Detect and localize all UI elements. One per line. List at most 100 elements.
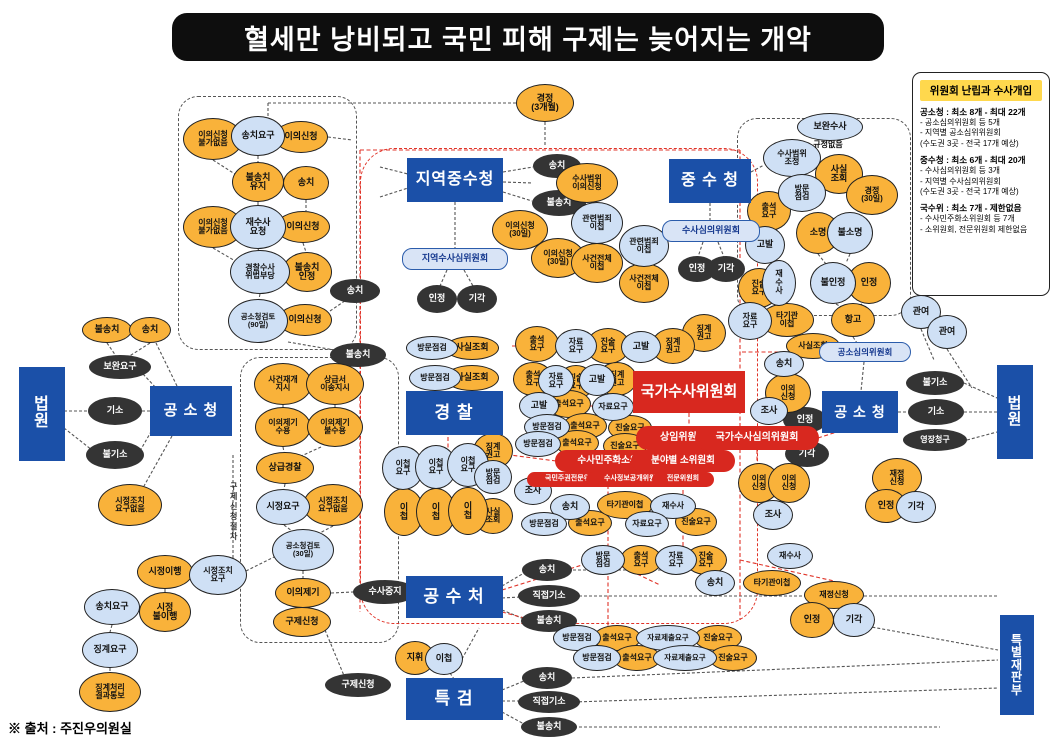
be-bangmun-e: 방문 점검 (474, 460, 512, 494)
be-jaryo-m: 자료 요구 (728, 302, 772, 340)
info-section-line-2-0: - 수사민주화소위원회 등 7개 (920, 214, 1015, 224)
pill-jikjeopgiso-gsc: 직접기소 (518, 585, 580, 607)
agency-jungsucheong: 중 수 청 (669, 159, 751, 203)
rp-bunyabyeol: 분야별 소위원회 (631, 450, 735, 472)
be-josa-r: 조사 (753, 500, 793, 530)
be-jaryo-4: 자료요구 (625, 511, 669, 537)
pill-yeongjang: 영장청구 (903, 429, 967, 451)
info-box-title: 위원회 난립과 수사개입 (920, 80, 1042, 101)
agency-court-right: 법 원 (997, 365, 1033, 459)
be-icheop-g: 이첩 (425, 643, 463, 675)
agency-gongsocheong-left: 공 소 청 (150, 386, 232, 436)
be-bangmun-3: 방문점검 (521, 512, 567, 536)
cluster-police-left (178, 96, 357, 350)
be-songchi-yogu-l: 송치요구 (84, 589, 140, 625)
be-bangmun-4: 방문 점검 (581, 545, 625, 575)
oe-gyeongjeong-3m: 경정 (3개월) (516, 84, 574, 122)
agency-teukgeom: 특 검 (405, 678, 503, 720)
oe-sijeong-noreq-l: 시정조치 요구없음 (98, 484, 162, 526)
oe-gyeongjeong-30: 경정 (30일) (846, 175, 898, 215)
be-bulsomyeong: 불소명 (827, 212, 873, 254)
be-jaesusa-m: 재 수 사 (762, 260, 796, 306)
info-section-heading-1: 중수청 : 최소 6개 - 최대 20개 (920, 155, 1026, 166)
txt-gyujeong-eopseum: 규정없음 (813, 139, 843, 149)
rp-jeonmun: 전문위원회 (652, 471, 714, 487)
pill-giso-right: 기소 (908, 399, 964, 425)
be-songchi-c: 송치 (764, 351, 804, 377)
be-bangmun-t2: 방문점검 (409, 365, 461, 391)
be-bangmun-t1: 방문점검 (406, 336, 458, 360)
info-section-heading-0: 공소청 : 최소 8개 - 최대 22개 (920, 107, 1026, 117)
be-jaryo-2: 자료 요구 (538, 365, 574, 397)
pill-songchi-1: 송치 (330, 279, 380, 303)
committee-info-box: 위원회 난립과 수사개입 공소청 : 최소 8개 - 최대 22개- 공소심의위… (912, 72, 1050, 296)
info-section-line-2-1: - 소위원회, 전문위원회 제한없음 (920, 224, 1028, 234)
pill-songchi-tg: 송치 (522, 667, 572, 689)
oe-uijegi: 이의제기 (275, 578, 331, 608)
oe-uisin-c2: 이의 신청 (768, 463, 810, 503)
agency-police: 경 찰 (405, 391, 503, 435)
be-bowansusa: 보완수사 (797, 113, 863, 141)
oe-sijeong-noreq-b: 시정조치 요구없음 (303, 484, 363, 526)
info-section-line-1-2: (수도권 3곳 - 전국 17개 예상) (920, 186, 1019, 196)
cp-jiyeok-susasim: 지역수사심위원회 (402, 248, 508, 270)
oe-chulseok-1: 출석 요구 (515, 326, 559, 362)
pill-giso-left: 기소 (88, 397, 142, 425)
page-title: 혈세만 낭비되고 국민 피해 구제는 늦어지는 개악 (172, 13, 884, 61)
pill-bulsongchi-tg: 불송치 (521, 717, 577, 737)
be-jinggye-yogu: 징계요구 (82, 632, 138, 668)
pill-injeong-2: 인정 (678, 256, 716, 282)
be-gwanyeo-2: 관여 (927, 315, 967, 349)
oe-sageonjeonche-a: 사건전체 이첩 (571, 243, 623, 283)
pill-jikjeopgiso-tg: 직접기소 (518, 691, 580, 713)
oe-hanggo: 항고 (831, 303, 875, 337)
oe-sijeong-ihaeng: 시정이행 (137, 555, 193, 589)
oe-sasiljohoe-m: 사실 조회 (815, 154, 863, 194)
agency-special-court: 특 별 재 판 부 (1000, 615, 1034, 715)
oe-sageonjeonche-b: 사건전체 이첩 (619, 263, 669, 303)
info-box-sections: 공소청 : 최소 8개 - 최대 22개- 공소심의위원회 등 5개- 지역별 … (920, 106, 1042, 235)
oe-songchi-a: 송치 (283, 166, 329, 200)
be-bangmun-m: 방문 점검 (778, 174, 826, 212)
be-jaesusa-r: 재수사 (767, 543, 813, 569)
oe-tagigwan-2: 타기관이첩 (743, 570, 801, 596)
be-bulinjeong: 불인정 (810, 262, 856, 304)
be-sijeong-yogu: 시정요구 (256, 489, 310, 525)
be-gwanryeon-b: 관련범죄 이첩 (619, 225, 669, 267)
oe-icheop-3: 이 첩 (448, 487, 488, 535)
be-josa-c: 조사 (750, 397, 788, 425)
oe-sanggeupseo: 상급서 이송지시 (306, 363, 364, 405)
be-bangmun-6: 방문점검 (573, 645, 621, 671)
be-gobal-1: 고발 (621, 331, 661, 363)
oe-gujesincheong-b: 구제신청 (273, 607, 331, 637)
oe-susabeomwi-uisin: 수사범위 이의신청 (556, 163, 618, 203)
be-sijeongjochi-yogu: 시정조치 요구 (189, 555, 247, 595)
vtxt-guje-procedure: 구제신청절차 (229, 482, 239, 542)
pill-injeong-1: 인정 (417, 285, 457, 313)
be-jaryojechul-2: 자료제출요구 (653, 645, 717, 671)
info-section-line-0-0: - 공소심의위원회 등 5개 (920, 118, 1001, 127)
be-songchi-b: 송치 (695, 570, 735, 596)
info-section-line-1-0: - 수사심의위원회 등 3개 (920, 166, 1001, 176)
agency-national-investigation-committee: 국가수사위원회 (633, 371, 745, 413)
be-bangmun-2: 방문점검 (515, 431, 561, 457)
oe-sasiljohoe-t1: 사실조회 (445, 336, 499, 360)
info-section-line-0-1: - 지역별 공소심위위원회 (920, 128, 1001, 138)
agency-region-jungsucheong: 지역중수청 (407, 158, 503, 202)
be-gsc-geomto-30: 공소청검토 (30일) (272, 529, 334, 571)
cp-gongsosim: 공소심의위원회 (819, 342, 911, 362)
be-gigak-r2: 기각 (833, 603, 875, 637)
info-section-line-0-2: (수도권 3곳 - 전국 17개 예상) (920, 138, 1019, 148)
oe-jinggye-tongbo: 징계처리 결과통보 (79, 672, 141, 712)
info-section-heading-2: 국수위 : 최소 7개 - 제한없음 (920, 203, 1022, 214)
agency-court-left: 법 원 (19, 367, 65, 461)
oe-bulsongchi-injeong: 불송치 인정 (282, 252, 332, 292)
oe-uisin-r: 이의 신청 (765, 373, 811, 413)
rp-guksa-simui: 국가수사심의위원회 (695, 426, 819, 450)
be-jaesusa-yocheong: 재수사 요청 (230, 205, 286, 249)
pill-gigak-2: 기각 (707, 256, 745, 282)
agency-gongsocheong-right: 공 소 청 (822, 391, 898, 433)
cp-susasim: 수사심의위원회 (662, 220, 760, 242)
oe-bulsongchi-yuji: 불송치 유지 (232, 162, 284, 202)
